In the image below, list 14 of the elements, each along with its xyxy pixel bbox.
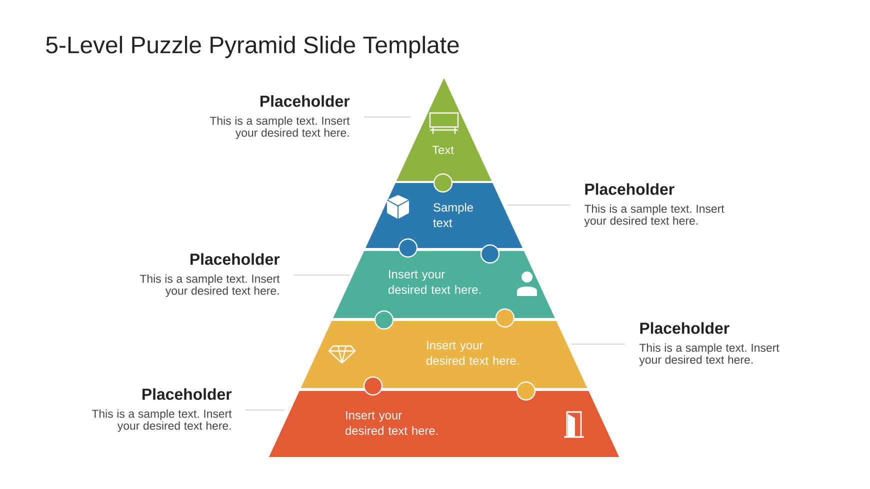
callout-text: Placeholder This is a sample text. Insert your desired text here. [140,253,280,298]
puzzle-piece: Text [396,78,492,181]
title: 5-Level Puzzle Pyramid Slide Template [46,36,459,58]
callout-text: Placeholder This is a sample text. Insert your desired text here. [639,322,780,366]
leader-line [507,204,570,206]
leader-line [294,274,350,276]
callout-text: Placeholder This is a sample text. Insert your desired text here. [92,388,232,432]
callout-text: Placeholder This is a sample text. Insert your desired text here. [584,183,724,228]
leader-line [364,116,411,118]
puzzle-piece: Insert your desired text here. [300,321,588,388]
callout-text: Placeholder This is a sample text. Insert your desired text here. [210,95,350,140]
puzzle-piece: Sample text [366,183,522,248]
puzzle-piece: Insert your desired text here. [268,391,620,457]
puzzle-piece: Insert your desired text here. [333,251,555,318]
